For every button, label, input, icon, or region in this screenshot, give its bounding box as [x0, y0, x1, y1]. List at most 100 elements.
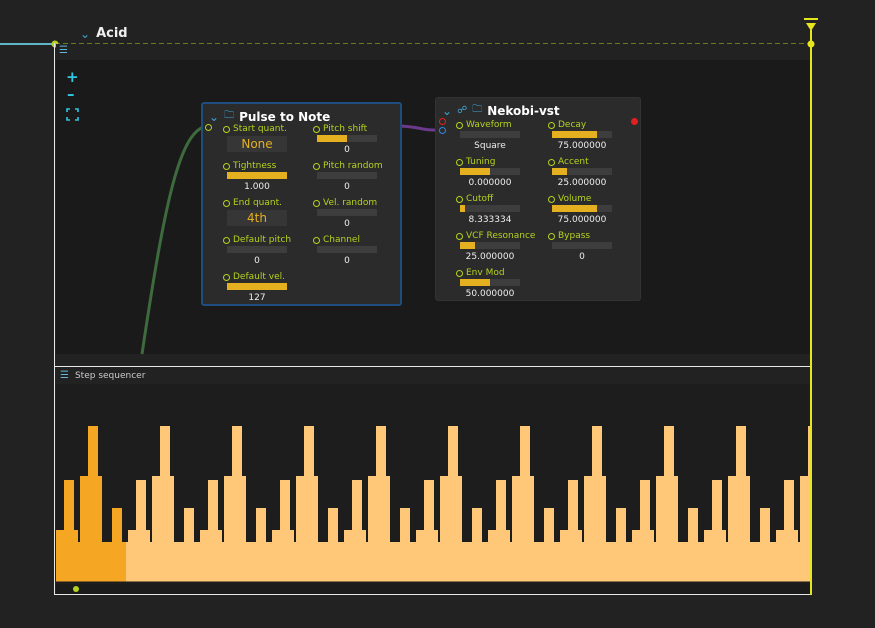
- param-slider[interactable]: [552, 131, 612, 138]
- playhead-line[interactable]: [810, 30, 812, 595]
- output-port[interactable]: [631, 118, 638, 125]
- param-port[interactable]: [313, 199, 320, 207]
- sequencer-step[interactable]: [296, 476, 318, 582]
- sequencer-step[interactable]: [544, 508, 554, 582]
- param-port[interactable]: [223, 162, 230, 170]
- sequencer-step[interactable]: [112, 508, 122, 582]
- param-slider[interactable]: [227, 246, 287, 253]
- param-port[interactable]: [548, 158, 555, 166]
- param-port[interactable]: [456, 121, 463, 129]
- sequencer-step[interactable]: [440, 476, 462, 582]
- sequencer-step[interactable]: [80, 476, 102, 582]
- sequencer-step[interactable]: [368, 476, 390, 582]
- node-title-bar[interactable]: ⌄ 🗀 Pulse to Note: [209, 108, 330, 125]
- sequencer-step[interactable]: [320, 552, 342, 582]
- output-port[interactable]: [73, 586, 79, 592]
- sequencer-step[interactable]: [776, 530, 798, 582]
- chevron-down-icon[interactable]: ⌄: [80, 26, 91, 41]
- hamburger-icon[interactable]: ☰: [59, 45, 68, 56]
- sequencer-step[interactable]: [128, 530, 150, 582]
- param-slider[interactable]: [227, 283, 287, 290]
- sequencer-step[interactable]: [728, 476, 750, 582]
- param-port[interactable]: [456, 195, 463, 203]
- param-slider[interactable]: [317, 172, 377, 179]
- sequencer-step[interactable]: [752, 552, 774, 582]
- input-port[interactable]: [205, 124, 212, 131]
- param-port[interactable]: [456, 158, 463, 166]
- group-title-row[interactable]: ⌄ Acid: [80, 26, 128, 41]
- sequencer-step[interactable]: [680, 552, 702, 582]
- sequencer-step[interactable]: [608, 552, 630, 582]
- sequencer-step[interactable]: [488, 530, 510, 582]
- sequencer-step[interactable]: [400, 508, 410, 582]
- param-slider[interactable]: [317, 246, 377, 253]
- sequencer-step[interactable]: [464, 552, 486, 582]
- sequencer-step[interactable]: [328, 508, 338, 582]
- param-port[interactable]: [456, 232, 463, 240]
- sequencer-step[interactable]: [800, 476, 822, 582]
- param-slider[interactable]: [552, 205, 612, 212]
- param-slider[interactable]: [460, 242, 520, 249]
- param-slider[interactable]: [460, 279, 520, 286]
- param-port[interactable]: [456, 269, 463, 277]
- param-port[interactable]: [313, 236, 320, 244]
- param-port[interactable]: [548, 121, 555, 129]
- param-end-quant[interactable]: End quant.4th: [223, 198, 287, 226]
- node-graph-canvas[interactable]: [56, 60, 810, 354]
- sequencer-step[interactable]: [560, 530, 582, 582]
- minus-icon[interactable]: –: [67, 85, 75, 103]
- sequencer-step[interactable]: [688, 508, 698, 582]
- param-port[interactable]: [313, 162, 320, 170]
- sequencer-step[interactable]: [56, 530, 78, 582]
- param-slider[interactable]: [460, 131, 520, 138]
- param-slider[interactable]: [552, 168, 612, 175]
- sequencer-step[interactable]: [512, 476, 534, 582]
- sequencer-step[interactable]: [176, 552, 198, 582]
- param-port[interactable]: [548, 195, 555, 203]
- sequencer-step[interactable]: [224, 476, 246, 582]
- sequencer-step[interactable]: [584, 476, 606, 582]
- fit-view-icon[interactable]: [66, 108, 79, 121]
- sequencer-step[interactable]: [152, 476, 174, 582]
- sequencer-step[interactable]: [248, 552, 270, 582]
- param-slider[interactable]: [460, 168, 520, 175]
- plus-icon[interactable]: +: [66, 68, 79, 86]
- step-sequencer[interactable]: [56, 384, 822, 584]
- param-port[interactable]: [223, 273, 230, 281]
- chevron-down-icon[interactable]: ⌄: [209, 109, 220, 124]
- sequencer-step[interactable]: [472, 508, 482, 582]
- sequencer-step[interactable]: [616, 508, 626, 582]
- hamburger-icon[interactable]: ☰: [60, 369, 69, 381]
- param-slider[interactable]: [317, 209, 377, 216]
- node-title-bar[interactable]: ⌄ ☍ 🗀 Nekobi-vst: [442, 102, 560, 119]
- sequencer-step[interactable]: [632, 530, 654, 582]
- sequencer-step[interactable]: [656, 476, 678, 582]
- chevron-down-icon[interactable]: ⌄: [442, 103, 453, 118]
- sequencer-step[interactable]: [256, 508, 266, 582]
- sequencer-step[interactable]: [184, 508, 194, 582]
- sequencer-step[interactable]: [104, 552, 126, 582]
- param-select[interactable]: 4th: [227, 210, 287, 226]
- sequencer-step[interactable]: [416, 530, 438, 582]
- param-port[interactable]: [223, 199, 230, 207]
- sequencer-bars[interactable]: [56, 384, 822, 584]
- sequencer-step[interactable]: [536, 552, 558, 582]
- sequencer-step[interactable]: [760, 508, 770, 582]
- sequencer-step[interactable]: [704, 530, 726, 582]
